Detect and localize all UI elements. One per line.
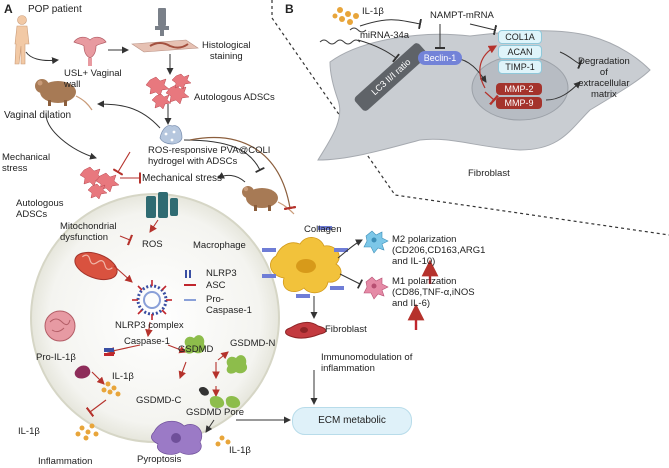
collagen-label: Collagen <box>304 224 342 235</box>
panel-label-b: B <box>285 2 294 16</box>
gsdmd-c-label: GSDMD-C <box>136 395 182 406</box>
caspase-icon <box>104 348 114 352</box>
nlrp3-complex-icon <box>132 280 172 320</box>
microscope-icon <box>155 8 169 36</box>
pro-il1b-label: Pro-IL-1β <box>36 352 76 363</box>
pop-patient-label: POP patient <box>28 4 82 15</box>
acan-box: ACAN <box>498 45 542 59</box>
pro-il1b-icon <box>74 365 91 379</box>
fibroblast-mid-label: Fibroblast <box>325 324 367 335</box>
nlrp3-complex-label: NLRP3 complex <box>115 320 184 331</box>
nlrp3-label: NLRP3 <box>206 268 237 279</box>
usl-vaginal-wall-label: USL+ Vaginal wall <box>64 68 122 90</box>
panel-separator <box>271 0 669 236</box>
fibroblast-b-label: Fibroblast <box>468 168 510 179</box>
mirna-strand <box>319 39 361 45</box>
uterus-icon <box>73 36 107 66</box>
autologous-adscs-left-label: Autologous ADSCs <box>16 198 64 220</box>
nlrp3-legend <box>184 270 196 301</box>
collagen-icon <box>262 226 348 298</box>
receptor-icon <box>146 192 178 218</box>
gsdmd-c-icon <box>198 386 209 396</box>
autologous-adscs-top-label: Autologous ADSCs <box>194 92 275 103</box>
beclin1-box: Beclin-1 <box>418 51 462 65</box>
timp1-box: TIMP-1 <box>498 60 542 74</box>
hydrogel-label: ROS-responsive PVA@COLI hydrogel with AD… <box>148 145 271 167</box>
pro-caspase-label: Pro- Caspase-1 <box>206 294 252 316</box>
col1a-box: COL1A <box>498 30 542 44</box>
histology-slide-icon <box>131 39 199 53</box>
mmp9-box: MMP-9 <box>496 97 542 109</box>
human-figure-icon <box>14 15 30 65</box>
rat-icon <box>35 79 93 111</box>
pyroptosis-label: Pyroptosis <box>137 454 182 465</box>
nucleus-icon <box>44 310 76 342</box>
il1b-dots-b <box>332 7 359 25</box>
gsdmd-icon <box>184 335 248 408</box>
gsdmd-pore-label: GSDMD Pore <box>186 407 245 418</box>
degradation-label: Degradation of extracellular matrix <box>578 56 630 100</box>
caspase1-label: Caspase-1 <box>124 336 170 347</box>
ecm-metabolic-box: ECM metabolic <box>292 407 412 435</box>
macrophage-label: Macrophage <box>193 240 246 251</box>
il1b-b-label: IL-1β <box>362 6 384 17</box>
asc-label: ASC <box>206 280 226 291</box>
mmp2-box: MMP-2 <box>496 83 542 95</box>
dendritic-macrophage-icon <box>270 237 342 294</box>
il1b-dots <box>101 381 121 397</box>
m2-macrophage-icon <box>363 230 389 254</box>
mitochondrial-dysfunction-label: Mitochondrial dysfunction <box>60 221 117 243</box>
il1b-left-label: IL-1β <box>18 426 40 437</box>
il1b-bottom-label: IL-1β <box>229 445 251 456</box>
gsdmd-n-label: GSDMD-N <box>230 338 276 349</box>
vaginal-dilation-label: Vaginal dilation <box>4 110 72 121</box>
inflammation-label: Inflammation <box>38 456 93 467</box>
mitochondria-icon <box>74 251 118 281</box>
il1b-dots <box>215 435 231 447</box>
mechanical-stress-left-label: Mechanical stress <box>2 152 51 174</box>
adsc-cell-icon <box>145 73 192 110</box>
immunomodulation-label: Immunomodulation of inflammation <box>321 352 413 374</box>
m1-polarization-label: M1 polarization (CD86,TNF-α,iNOS and IL-… <box>392 276 475 309</box>
fibroblast-icon <box>285 321 327 339</box>
adsc-cell-icon <box>79 166 120 200</box>
m1-macrophage-icon <box>363 276 389 300</box>
pyroptotic-cell-icon <box>151 420 203 455</box>
mir34a-label: miRNA-34a <box>360 30 410 41</box>
gsdmd-label: GSDMD <box>178 344 214 355</box>
m2-polarization-label: M2 polarization (CD206,CD163,ARG1 and IL… <box>392 234 486 267</box>
mechanical-stress-mid-label: Mechanical stress <box>142 173 223 184</box>
ros-label: ROS <box>142 239 163 250</box>
panel-label-a: A <box>4 2 13 16</box>
histological-staining-label: Histological staining <box>202 40 251 62</box>
il1b-inner-label: IL-1β <box>112 371 134 382</box>
hydrogel-icon <box>159 125 183 145</box>
nampt-mrna-label: NAMPT-mRNA <box>430 10 494 21</box>
il1b-dots <box>75 423 99 441</box>
